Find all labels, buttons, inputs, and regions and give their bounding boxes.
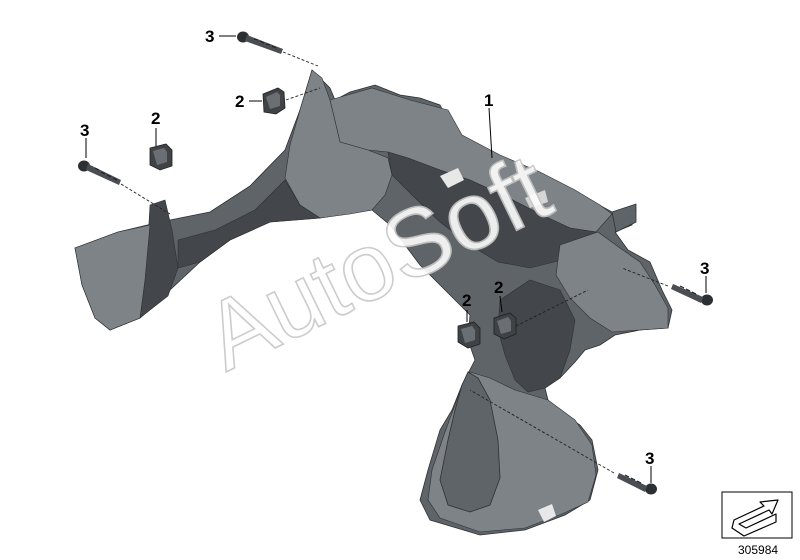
screw-a	[237, 31, 283, 54]
catalog-number: 305984	[738, 543, 778, 557]
clip-a	[262, 87, 286, 115]
frame-part	[74, 69, 673, 536]
frame-lower-column	[497, 279, 576, 393]
callout-screw-a: 3	[205, 27, 214, 46]
navigation-arrow-box[interactable]	[721, 491, 793, 539]
callout-clip-a: 2	[235, 92, 244, 111]
frame-slot-3	[525, 190, 548, 208]
frame-slot-1	[440, 168, 464, 188]
callout-clip-c: 2	[462, 291, 471, 310]
arrow-icon	[731, 499, 779, 537]
callout-leaders	[85, 35, 707, 483]
screw-d	[617, 473, 657, 495]
callout-frame: 1	[484, 91, 493, 110]
callout-clip-d: 2	[494, 278, 503, 297]
frame-lower-upright	[439, 371, 501, 513]
frame-left-upright	[284, 69, 393, 219]
frame-slot-2	[538, 504, 556, 522]
frame-left-surface	[74, 224, 151, 331]
callout-screw-b: 3	[80, 121, 89, 140]
callout-clip-b: 2	[151, 109, 160, 128]
screw-c	[671, 284, 713, 306]
clip-b	[149, 143, 173, 171]
frame-mid-sweep	[177, 179, 321, 269]
screw-b	[78, 160, 121, 185]
clip-d	[493, 312, 517, 340]
callout-screw-c: 3	[700, 259, 709, 278]
frame-right-tab	[611, 203, 637, 233]
assembly-lines	[120, 51, 669, 474]
frame-right-mount	[555, 231, 669, 333]
callout-screw-d: 3	[645, 449, 654, 468]
clip-c	[457, 321, 481, 349]
